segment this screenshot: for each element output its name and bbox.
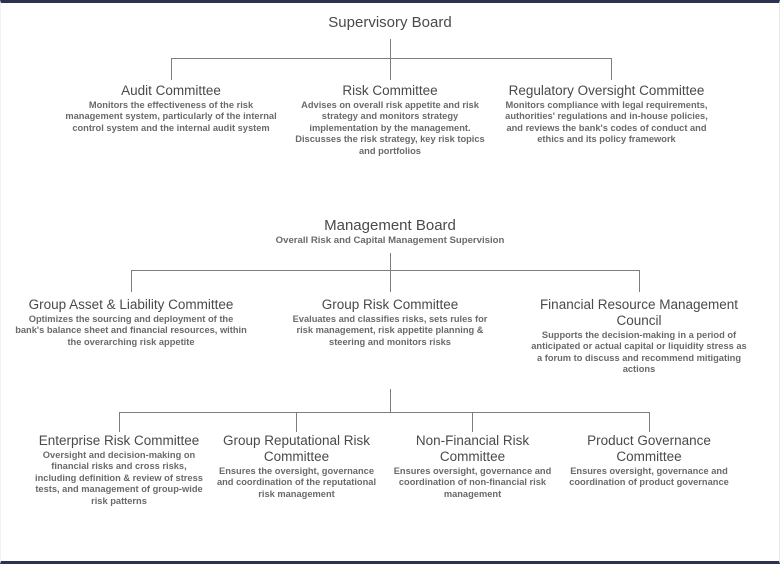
connector-bus-management — [131, 270, 639, 271]
non-financial-risk-committee-node: Non-Financial Risk Committee Ensures ove… — [388, 433, 557, 500]
group-asset-liability-committee-description: Optimizes the sourcing and deployment of… — [15, 314, 247, 347]
connector-drop-regulatory — [611, 58, 612, 80]
connector-bus-supervisory — [171, 58, 611, 59]
connector-bus-group-risk — [119, 412, 649, 413]
supervisory-board-title: Supervisory Board — [328, 14, 452, 31]
connector-drop-enterprise-risk — [119, 412, 120, 432]
regulatory-oversight-committee-description: Monitors compliance with legal requireme… — [505, 100, 708, 145]
enterprise-risk-committee-title: Enterprise Risk Committee — [38, 433, 200, 448]
group-risk-committee-description: Evaluates and classifies risks, sets rul… — [292, 314, 488, 347]
audit-committee-description: Monitors the effectiveness of the risk m… — [65, 100, 277, 133]
group-asset-liability-committee-title: Group Asset & Liability Committee — [28, 297, 234, 312]
product-governance-committee-title: Product Governance Committee — [587, 433, 711, 464]
non-financial-risk-committee-title: Non-Financial Risk Committee — [415, 433, 530, 464]
supervisory-board-node: Supervisory Board — [290, 13, 490, 32]
connector-drop-frmc — [639, 270, 640, 292]
group-asset-liability-committee-node: Group Asset & Liability Committee Optimi… — [14, 297, 248, 348]
group-reputational-risk-committee-node: Group Reputational Risk Committee Ensure… — [212, 433, 381, 500]
group-reputational-risk-committee-title: Group Reputational Risk Committee — [222, 433, 371, 464]
risk-committee-description: Advises on overall risk appetite and ris… — [295, 100, 485, 156]
management-board-subtitle: Overall Risk and Capital Management Supe… — [275, 235, 505, 246]
audit-committee-node: Audit Committee Monitors the effectivene… — [63, 83, 279, 134]
risk-committee-node: Risk Committee Advises on overall risk a… — [294, 83, 486, 157]
management-board-title: Management Board — [324, 217, 456, 234]
connector-drop-non-financial-risk — [472, 412, 473, 432]
financial-resource-management-council-node: Financial Resource Management Council Su… — [528, 297, 750, 376]
enterprise-risk-committee-description: Oversight and decision-making on financi… — [35, 450, 203, 506]
connector-drop-group-reputational-risk — [296, 412, 297, 432]
group-risk-committee-node: Group Risk Committee Evaluates and class… — [291, 297, 489, 348]
connector-trunk-group-risk — [390, 389, 391, 413]
connector-drop-galco — [131, 270, 132, 292]
regulatory-oversight-committee-title: Regulatory Oversight Committee — [508, 83, 705, 98]
financial-resource-management-council-description: Supports the decision-making in a period… — [531, 330, 747, 375]
product-governance-committee-description: Ensures oversight, governance and coordi… — [569, 466, 729, 488]
regulatory-oversight-committee-node: Regulatory Oversight Committee Monitors … — [497, 83, 716, 146]
enterprise-risk-committee-node: Enterprise Risk Committee Oversight and … — [34, 433, 204, 507]
financial-resource-management-council-title: Financial Resource Management Council — [539, 297, 739, 328]
connector-drop-grc — [390, 270, 391, 292]
audit-committee-title: Audit Committee — [121, 83, 221, 98]
management-board-node: Management Board Overall Risk and Capita… — [240, 216, 540, 247]
group-reputational-risk-committee-description: Ensures the oversight, governance and co… — [216, 466, 377, 499]
connector-drop-risk — [390, 58, 391, 80]
connector-trunk-management — [390, 253, 391, 285]
non-financial-risk-committee-description: Ensures oversight, governance and coordi… — [393, 466, 552, 499]
connector-drop-audit — [171, 58, 172, 80]
connector-trunk-supervisory — [390, 39, 391, 69]
risk-committee-title: Risk Committee — [342, 83, 438, 98]
group-risk-committee-title: Group Risk Committee — [321, 297, 459, 312]
connector-drop-product-governance — [649, 412, 650, 432]
product-governance-committee-node: Product Governance Committee Ensures ove… — [564, 433, 734, 489]
